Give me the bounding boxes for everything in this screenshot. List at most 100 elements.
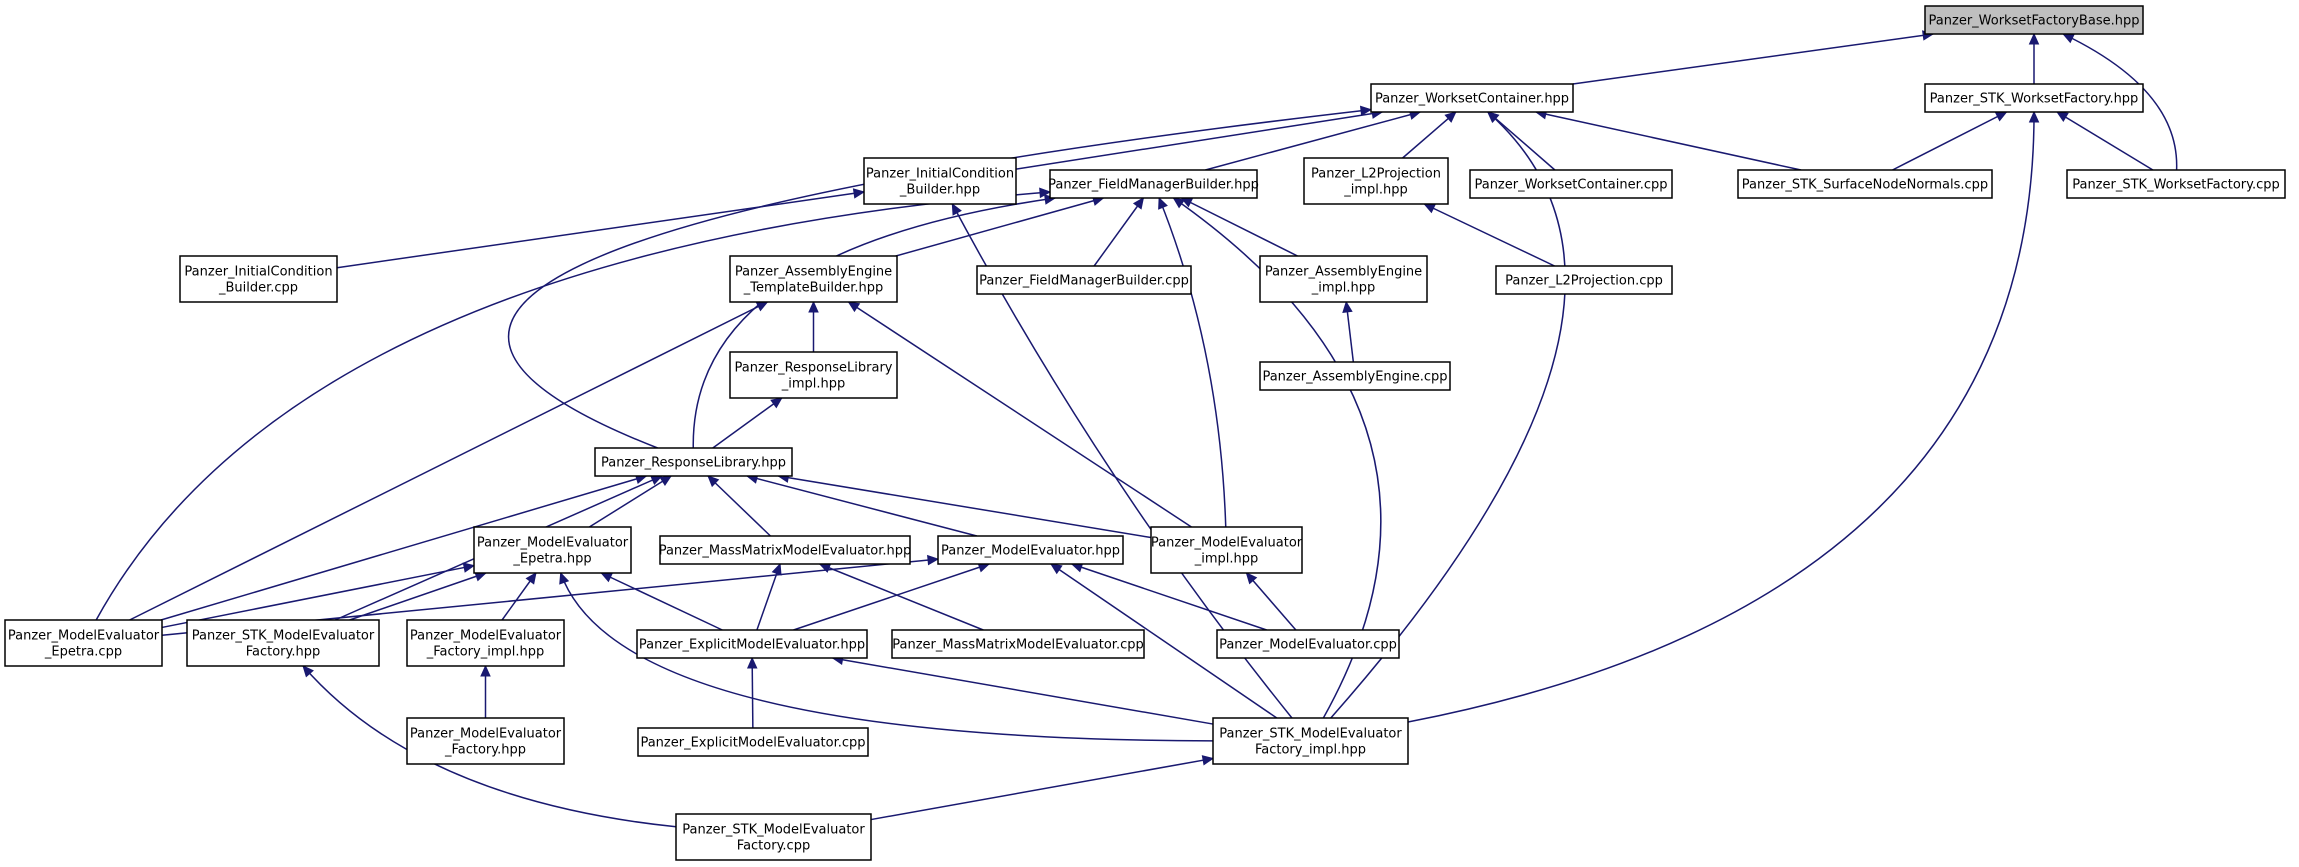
arrowhead-aecpp-to-aei bbox=[1342, 300, 1353, 314]
node-box bbox=[594, 447, 793, 477]
node-label: Panzer_AssemblyEngine bbox=[1265, 265, 1422, 280]
edge-snn-to-stkwf bbox=[1892, 111, 2007, 171]
node-box bbox=[1737, 169, 1993, 199]
graph-node-mef[interactable]: Panzer_ModelEvaluator_Factory.hpp bbox=[406, 717, 565, 765]
graph-node-aecpp[interactable]: Panzer_AssemblyEngine.cpp bbox=[1259, 361, 1451, 391]
graph-node-wccpp[interactable]: Panzer_WorksetContainer.cpp bbox=[1469, 169, 1673, 199]
node-label: _Factory.hpp bbox=[444, 743, 526, 758]
node-box bbox=[891, 629, 1145, 659]
arrowhead-mecpp-to-mei bbox=[1245, 572, 1258, 585]
arrowhead-meecpp-to-mee bbox=[462, 562, 476, 573]
node-label: Panzer_ResponseLibrary.hpp bbox=[601, 456, 786, 471]
node-label: Panzer_ModelEvaluator bbox=[8, 629, 160, 644]
graph-node-aei[interactable]: Panzer_AssemblyEngine_impl.hpp bbox=[1259, 255, 1428, 303]
graph-node-stkwf[interactable]: Panzer_STK_WorksetFactory.hpp bbox=[1924, 83, 2144, 113]
graph-node-emecpp[interactable]: Panzer_ExplicitModelEvaluator.cpp bbox=[637, 727, 869, 757]
arrowhead-mmme-to-rl bbox=[707, 475, 720, 488]
node-label: _Factory_impl.hpp bbox=[426, 645, 545, 660]
node-label: Panzer_ModelEvaluator.hpp bbox=[941, 544, 1120, 559]
edge-stkwfcpp-to-wfb bbox=[2062, 33, 2178, 171]
node-box bbox=[1259, 255, 1428, 303]
node-box bbox=[675, 813, 872, 861]
graph-node-mei[interactable]: Panzer_ModelEvaluator_impl.hpp bbox=[1150, 526, 1303, 574]
arrowhead-stkmefi-to-mee bbox=[559, 571, 570, 585]
arrowhead-emecpp-to-eme bbox=[746, 656, 758, 669]
graph-node-mefi[interactable]: Panzer_ModelEvaluator_Factory_impl.hpp bbox=[406, 619, 565, 667]
graph-node-fmbcpp[interactable]: Panzer_FieldManagerBuilder.cpp bbox=[976, 265, 1192, 295]
edge-meecpp-to-aetb bbox=[129, 301, 768, 621]
graph-node-mee[interactable]: Panzer_ModelEvaluator_Epetra.hpp bbox=[473, 526, 632, 574]
node-label: Panzer_ResponseLibrary bbox=[734, 361, 892, 376]
node-box bbox=[1469, 169, 1673, 199]
graph-node-wc[interactable]: Panzer_WorksetContainer.hpp bbox=[1370, 83, 1574, 113]
graph-node-rl[interactable]: Panzer_ResponseLibrary.hpp bbox=[594, 447, 793, 477]
node-label: Panzer_ModelEvaluator bbox=[410, 629, 562, 644]
graph-node-snn[interactable]: Panzer_STK_SurfaceNodeNormals.cpp bbox=[1737, 169, 1993, 199]
graph-node-mmmecpp[interactable]: Panzer_MassMatrixModelEvaluator.cpp bbox=[891, 629, 1145, 659]
edge-stkwfcpp-to-stkwf bbox=[2056, 111, 2154, 171]
arrowhead-mee-to-rl bbox=[659, 475, 673, 487]
graph-edges bbox=[95, 30, 2178, 828]
arrowhead-stkmefi-to-fmb bbox=[1172, 197, 1186, 209]
node-box bbox=[406, 619, 565, 667]
node-box bbox=[2066, 169, 2286, 199]
edge-stkmef-to-mee bbox=[349, 572, 487, 621]
node-box bbox=[729, 351, 898, 399]
graph-node-stkwfcpp[interactable]: Panzer_STK_WorksetFactory.cpp bbox=[2066, 169, 2286, 199]
graph-node-stkmefi[interactable]: Panzer_STK_ModelEvaluatorFactory_impl.hp… bbox=[1212, 717, 1409, 765]
graph-node-rli[interactable]: Panzer_ResponseLibrary_impl.hpp bbox=[729, 351, 898, 399]
graph-node-l2i[interactable]: Panzer_L2Projection_impl.hpp bbox=[1303, 157, 1449, 205]
arrowhead-rli-to-aetb bbox=[808, 300, 819, 313]
node-label: _Epetra.cpp bbox=[44, 645, 122, 660]
node-box bbox=[937, 535, 1124, 565]
node-box bbox=[636, 629, 868, 659]
edge-wccpp-to-wc bbox=[1487, 111, 1556, 171]
graph-node-icbcpp[interactable]: Panzer_InitialCondition_Builder.cpp bbox=[179, 255, 338, 303]
node-box bbox=[1049, 169, 1258, 199]
graph-node-meecpp[interactable]: Panzer_ModelEvaluator_Epetra.cpp bbox=[4, 619, 163, 667]
graph-node-eme[interactable]: Panzer_ExplicitModelEvaluator.hpp bbox=[636, 629, 868, 659]
node-label: Panzer_FieldManagerBuilder.cpp bbox=[979, 274, 1189, 289]
node-label: Panzer_STK_ModelEvaluator bbox=[682, 823, 865, 838]
node-label: Panzer_ModelEvaluator bbox=[477, 536, 629, 551]
node-label: _impl.hpp bbox=[1194, 552, 1259, 567]
arrowhead-eme-to-mee bbox=[600, 572, 614, 583]
edge-rl-to-wc bbox=[508, 108, 1372, 449]
node-label: Factory.hpp bbox=[246, 645, 321, 660]
graph-node-wfb[interactable]: Panzer_WorksetFactoryBase.hpp bbox=[1924, 5, 2144, 35]
graph-node-icb[interactable]: Panzer_InitialCondition_Builder.hpp bbox=[863, 157, 1017, 205]
graph-node-mmme[interactable]: Panzer_MassMatrixModelEvaluator.hpp bbox=[659, 535, 912, 565]
node-label: _Epetra.hpp bbox=[512, 552, 591, 567]
edge-mmmecpp-to-mmme bbox=[819, 563, 984, 631]
node-label: Panzer_STK_WorksetFactory.hpp bbox=[1930, 92, 2139, 107]
arrowhead-stkwfcpp-to-wfb bbox=[2062, 33, 2075, 44]
arrowhead-meecpp-to-aetb bbox=[755, 301, 769, 312]
node-label: Panzer_WorksetContainer.cpp bbox=[1474, 178, 1667, 193]
edge-stkmefi-to-stkwf bbox=[1407, 111, 2035, 723]
edge-wc-to-wfb bbox=[1572, 33, 1934, 85]
edge-mei-to-aetb bbox=[848, 301, 1192, 528]
edge-l2i-to-wc bbox=[1402, 111, 1457, 159]
edge-stkmefi-to-eme bbox=[832, 657, 1214, 725]
edge-me-to-rl bbox=[746, 475, 978, 537]
node-label: Panzer_L2Projection.cpp bbox=[1505, 274, 1663, 289]
graph-node-mecpp[interactable]: Panzer_ModelEvaluator.cpp bbox=[1216, 629, 1400, 659]
edge-stkmefcpp-to-stkmef bbox=[302, 665, 677, 828]
node-box bbox=[976, 265, 1192, 295]
node-label: Panzer_FieldManagerBuilder.hpp bbox=[1048, 178, 1259, 193]
node-box bbox=[659, 535, 911, 565]
arrowhead-stkmefi-to-stkwf bbox=[2028, 110, 2040, 123]
arrowhead-stkmefi-to-icb bbox=[951, 202, 962, 216]
graph-node-l2cpp[interactable]: Panzer_L2Projection.cpp bbox=[1495, 265, 1673, 295]
edge-aetb-to-fmb bbox=[895, 197, 1104, 257]
node-label: _TemplateBuilder.hpp bbox=[743, 281, 883, 296]
edge-aei-to-fmb bbox=[1181, 197, 1298, 257]
graph-node-aetb[interactable]: Panzer_AssemblyEngine_TemplateBuilder.hp… bbox=[729, 255, 898, 303]
graph-node-fmb[interactable]: Panzer_FieldManagerBuilder.hpp bbox=[1048, 169, 1259, 199]
node-label: Panzer_InitialCondition bbox=[184, 265, 332, 280]
graph-node-me[interactable]: Panzer_ModelEvaluator.hpp bbox=[937, 535, 1124, 565]
node-box bbox=[473, 526, 632, 574]
